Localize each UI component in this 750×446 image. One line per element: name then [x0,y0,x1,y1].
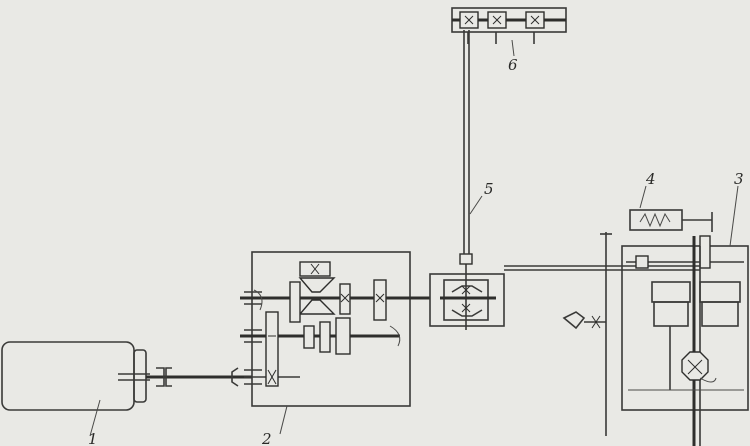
label-gearbox: 2 [261,430,272,446]
leader-3 [729,185,739,247]
label-top-gear-box: 6 [508,56,518,74]
x-mark [461,303,471,313]
assembly-top-gear-right [699,235,711,269]
coupling-half-left [156,367,165,387]
motor-end-cap [133,349,147,403]
x-mark [461,285,471,295]
coupling-flange [231,367,239,387]
bevel-cone-lower [298,299,336,315]
rotation-arrow-left [253,289,263,311]
motor-body [1,341,135,411]
assembly-top-gear [635,255,649,269]
spring-unit [629,185,713,232]
bevel-cone-upper [298,277,336,293]
shaft-coupling [459,253,473,265]
bevel-top [451,285,483,293]
x-mark [591,315,601,329]
x-mark [687,359,703,375]
label-motor: 1 [88,430,98,446]
motor [1,341,150,437]
bevel-box-housing [429,273,505,327]
spring-housing [629,209,683,231]
x-mark [375,293,385,303]
x-mark [464,15,474,25]
rotation-arrow-assembly [699,377,717,383]
x-mark [267,369,277,385]
upper-gear-1 [339,283,351,315]
right-cylinder-head [699,281,741,303]
leader-2 [279,405,288,435]
x-mark [310,263,320,275]
middle-gear-3 [335,317,351,355]
middle-gear-1 [303,325,315,349]
coupling [146,367,252,387]
rotation-arrow-right [389,325,401,347]
label-spring-unit: 4 [645,170,656,188]
assembly-housing [621,245,749,411]
coupling-half-right [165,367,172,387]
x-mark [492,15,502,25]
spring-coil [639,212,671,228]
worm-gear [681,351,709,381]
x-mark [530,15,540,25]
vertical-shaft [463,30,483,254]
handwheel [562,311,606,330]
label-vertical-shaft: 5 [484,180,494,198]
left-cylinder-body [653,301,689,327]
x-mark [340,293,350,303]
handwheel-body [562,311,586,330]
bevel-box [429,253,505,330]
right-cylinder-body [701,301,739,327]
right-assembly [621,185,749,446]
leader-6 [511,39,515,57]
transmission-shaft [504,232,700,436]
label-assembly-right: 3 [734,170,744,188]
bevel-bottom [451,309,483,317]
middle-gear-2 [319,321,331,353]
leader-4 [639,185,647,209]
gearbox [240,251,430,435]
gearbox-housing [251,251,411,407]
bevel-gear-vertical [289,281,301,323]
leader-5 [469,195,483,215]
large-gear [265,311,279,387]
top-gear-box [451,7,567,57]
left-cylinder-head [651,281,691,303]
leader-1 [89,399,101,437]
upper-gear-2 [373,279,387,321]
